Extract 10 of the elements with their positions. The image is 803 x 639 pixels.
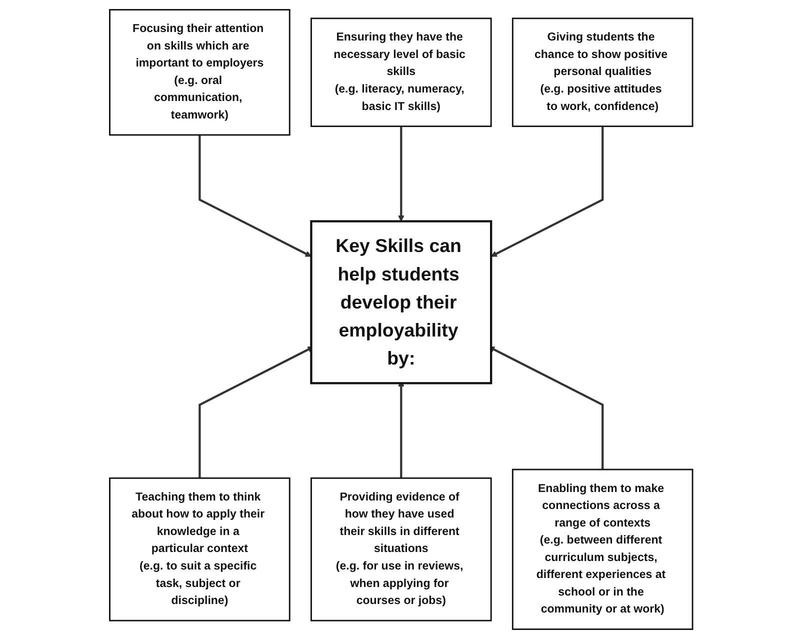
node-box: Providing evidence of how they have used their skills in different situations (e.g. for use in reviews, when applying for courses or jobs) <box>310 477 492 622</box>
arrow <box>491 126 604 257</box>
node-box: Enabling them to make connections across a range of contexts (e.g. between different curriculum subjects, different experiences at school or in the community or at work) <box>512 468 694 630</box>
node-box: Focusing their attention on skills which are important to employers (e.g. oral communication, teamwork) <box>109 9 291 136</box>
node-box: Teaching them to think about how to apply their knowledge in a particular context (e.g. to suit a specific task, subject or discipline) <box>109 477 291 622</box>
node-box: Giving students the chance to show positive personal qualities (e.g. positive attitudes to work, confidence) <box>512 18 694 128</box>
arrow <box>198 134 312 257</box>
node-box: Key Skills can help students develop their employability by: <box>310 220 492 384</box>
arrow <box>398 126 405 222</box>
node-box: Ensuring they have the necessary level of basic skills (e.g. literacy, numeracy, basic IT skills) <box>310 18 492 128</box>
